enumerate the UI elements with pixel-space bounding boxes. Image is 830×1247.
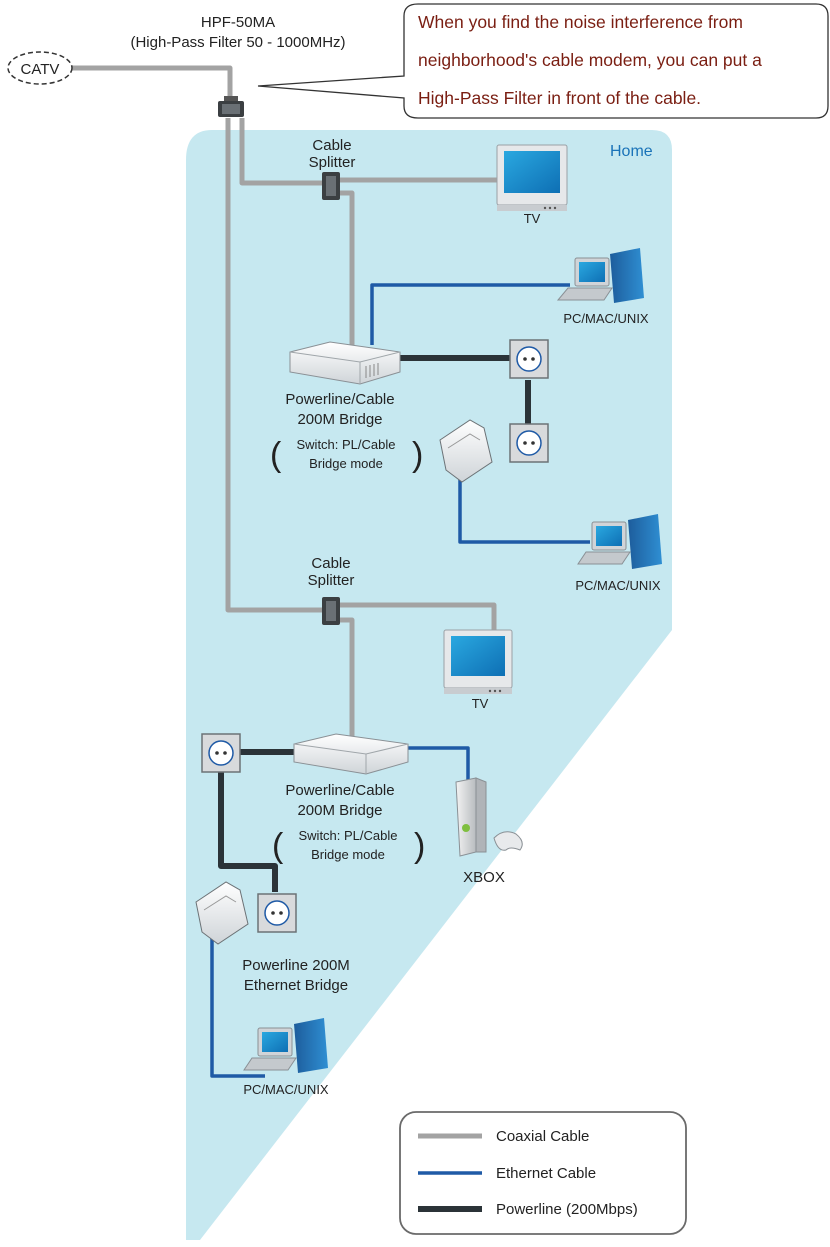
hpf-title: HPF-50MA [201,14,275,31]
powerline-adapter-2 [195,881,249,945]
catv-label: CATV [21,61,60,78]
eth-bridge-label-2: Ethernet Bridge [244,977,348,994]
bridge-2-paren-right: ) [414,827,425,865]
power-outlet-2 [509,423,549,463]
bridge-1-paren-right: ) [412,436,423,474]
ethernet-cables [210,283,590,1078]
xbox-icon [455,777,523,857]
power-outlet-3 [201,733,241,773]
bridge-2-label-1: Powerline/Cable [285,782,394,799]
tv-2-label: TV [472,696,489,711]
tv-2-icon [443,629,513,694]
home-area [186,130,672,1240]
bridge-2-paren-left: ( [272,827,284,865]
pc-3-label: PC/MAC/UNIX [243,1082,329,1097]
powerline-cable-bridge-1 [289,341,401,385]
bridge-1-label-4: Bridge mode [309,456,383,471]
bridge-1-label-1: Powerline/Cable [285,391,394,408]
bridge-2-label-2: 200M Bridge [297,802,382,819]
legend: Coaxial Cable Ethernet Cable Powerline (… [399,1111,687,1235]
home-label: Home [610,143,653,160]
callout-line-1: When you find the noise interference fro… [418,12,743,32]
splitter-2-label-2: Splitter [308,572,355,589]
splitter-1-label-2: Splitter [309,154,356,171]
tv-1-icon [496,144,568,211]
splitter-1-label-1: Cable [312,137,351,154]
bridge-1-label-3: Switch: PL/Cable [297,437,396,452]
xbox-label: XBOX [463,869,505,886]
callout-line-2: neighborhood's cable modem, you can put … [418,50,762,70]
legend-ethernet: Ethernet Cable [496,1165,596,1182]
power-outlet-1 [509,339,549,379]
tv-1-label: TV [524,211,541,226]
coax-cables [72,65,505,740]
pc-2-icon [577,514,662,569]
callout-line-3: High-Pass Filter in front of the cable. [418,88,701,108]
powerline-cables [218,355,531,892]
bridge-1-paren-left: ( [270,436,282,474]
hpf-filter [218,96,244,117]
eth-bridge-label-1: Powerline 200M [242,957,350,974]
power-outlet-4 [257,893,297,933]
hpf-subtitle: (High-Pass Filter 50 - 1000MHz) [130,34,345,51]
pc-1-label: PC/MAC/UNIX [563,311,649,326]
bridge-1-label-2: 200M Bridge [297,411,382,428]
powerline-adapter-1 [439,419,493,483]
cable-splitter-1 [322,172,340,200]
callout-box: When you find the noise interference fro… [257,3,829,119]
legend-powerline: Powerline (200Mbps) [496,1201,638,1218]
cable-splitter-2 [322,597,340,625]
pc-1-icon [556,248,644,303]
bridge-2-label-4: Bridge mode [311,847,385,862]
catv-source: CATV [7,51,73,85]
pc-3-icon [243,1018,328,1073]
bridge-2-label-3: Switch: PL/Cable [299,828,398,843]
legend-coax: Coaxial Cable [496,1128,589,1145]
powerline-cable-bridge-2 [293,733,409,775]
pc-2-label: PC/MAC/UNIX [575,578,661,593]
splitter-2-label-1: Cable [311,555,350,572]
